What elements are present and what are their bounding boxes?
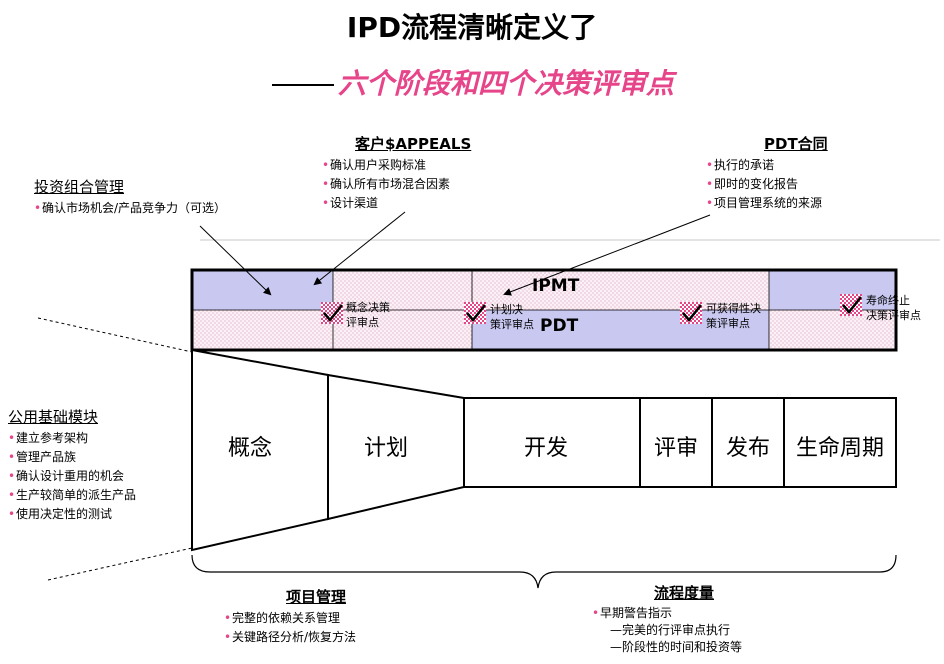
- check-icon: [840, 294, 862, 316]
- common-modules-heading: 公用基础模块: [8, 408, 99, 426]
- stage-review: 评审: [653, 436, 698, 461]
- callout-portfolio: 投资组合管理 确认市场机会/产品竞争力（可选）: [34, 176, 226, 218]
- ipmt-band: [192, 270, 896, 310]
- callout-common-modules: 公用基础模块 建立参考架构 管理产品族 确认设计重用的机会 生产较简单的派生产品…: [8, 406, 136, 524]
- portfolio-list: 确认市场机会/产品竞争力（可选）: [34, 199, 226, 218]
- gate-concept: 概念决策 评审点: [346, 300, 390, 330]
- gate-availability: 可获得性决 策评审点: [706, 301, 761, 331]
- gate-label-line: 决策评审点: [866, 309, 921, 322]
- callout-customer: 客户$APPEALS 确认用户采购标准 确认所有市场混合因素 设计渠道: [322, 133, 471, 213]
- list-item: 确认所有市场混合因素: [322, 175, 471, 194]
- pdt-contract-heading: PDT合同: [764, 135, 828, 153]
- stage-launch: 发布: [725, 436, 770, 461]
- gate-end-of-life: 寿命终止 决策评审点: [866, 293, 921, 323]
- dashed-line-top: [37, 317, 193, 353]
- callout-pdt-contract: PDT合同 执行的承诺 即时的变化报告 项目管理系统的来源: [706, 133, 828, 213]
- page-subtitle: 六个阶段和四个决策评审点: [272, 62, 674, 102]
- dashed-line-bottom: [47, 547, 193, 581]
- process-metrics-heading: 流程度量: [654, 584, 715, 602]
- gate-label-line: 计划决: [490, 303, 523, 316]
- list-item: 项目管理系统的来源: [706, 194, 828, 213]
- gate-plan: 计划决 策评审点: [490, 302, 534, 332]
- customer-heading: 客户$APPEALS: [355, 135, 472, 153]
- list-item: —阶段性的时间和投资等: [610, 640, 743, 654]
- list-item: 设计渠道: [322, 194, 471, 213]
- list-item: 关键路径分析/恢复方法: [224, 628, 356, 647]
- pdt-label: PDT: [540, 316, 579, 336]
- stage-plan: 计划: [363, 436, 408, 461]
- callout-process-metrics: 流程度量 早期警告指示 —完美的行评审点执行 —阶段性的时间和投资等: [592, 582, 742, 656]
- stage-lifecycle: 生命周期: [795, 436, 884, 461]
- list-item: 生产较简单的派生产品: [8, 486, 136, 505]
- gate-label-line: 评审点: [346, 316, 379, 329]
- check-icon: [680, 302, 702, 324]
- pdt-band: [192, 310, 896, 350]
- list-item: —完美的行评审点执行: [610, 623, 731, 637]
- check-icon: [321, 302, 343, 324]
- gate-label-line: 策评审点: [490, 318, 534, 331]
- check-icon: [464, 302, 486, 324]
- subtitle-text: 六个阶段和四个决策评审点: [338, 67, 675, 100]
- gate-label-line: 可获得性决: [706, 302, 761, 315]
- gate-label-line: 概念决策: [346, 301, 390, 314]
- common-modules-list: 建立参考架构 管理产品族 确认设计重用的机会 生产较简单的派生产品 使用决定性的…: [8, 429, 136, 524]
- page-title: IPD流程清晰定义了: [346, 11, 598, 44]
- arrow-customer: [313, 211, 406, 286]
- project-mgmt-heading: 项目管理: [286, 588, 347, 606]
- portfolio-heading: 投资组合管理: [34, 178, 125, 196]
- list-item: 执行的承诺: [706, 156, 828, 175]
- pdt-contract-list: 执行的承诺 即时的变化报告 项目管理系统的来源: [706, 156, 828, 213]
- list-item: 建立参考架构: [8, 429, 136, 448]
- stage-concept: 概念: [227, 436, 272, 461]
- list-item: 完整的依赖关系管理: [224, 609, 356, 628]
- list-item: 管理产品族: [8, 448, 136, 467]
- ipmt-label: IPMT: [532, 276, 580, 296]
- brace: [191, 554, 897, 589]
- gate-label-line: 策评审点: [706, 317, 750, 330]
- list-item: 确认用户采购标准: [322, 156, 471, 175]
- list-item: 确认设计重用的机会: [8, 467, 136, 486]
- arrow-portfolio: [199, 225, 272, 296]
- list-item: 使用决定性的测试: [8, 505, 136, 524]
- stage-row-frame: [463, 397, 897, 488]
- list-item: 早期警告指示: [592, 605, 742, 622]
- project-mgmt-list: 完整的依赖关系管理 关键路径分析/恢复方法: [224, 609, 356, 647]
- arrow-pdt-contract: [503, 214, 711, 296]
- gate-label-line: 寿命终止: [866, 294, 910, 307]
- callout-project-management: 项目管理 完整的依赖关系管理 关键路径分析/恢复方法: [224, 586, 356, 647]
- process-metrics-list: 早期警告指示 —完美的行评审点执行 —阶段性的时间和投资等: [592, 605, 742, 656]
- subtitle-dash: [272, 84, 334, 86]
- customer-list: 确认用户采购标准 确认所有市场混合因素 设计渠道: [322, 156, 471, 213]
- stage-develop: 开发: [523, 436, 568, 461]
- list-item: 即时的变化报告: [706, 175, 828, 194]
- list-item: 确认市场机会/产品竞争力（可选）: [34, 199, 226, 218]
